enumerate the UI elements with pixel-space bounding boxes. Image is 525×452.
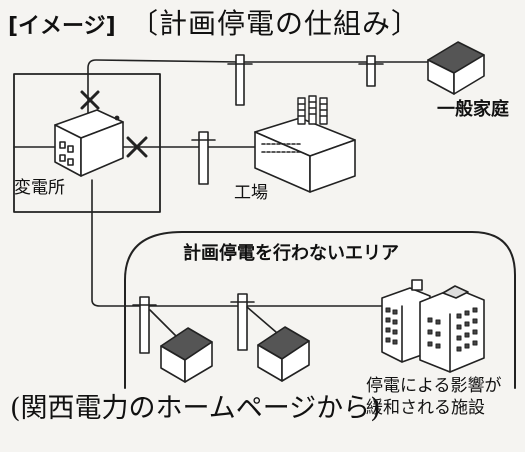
substation-building-icon [54,109,124,177]
facility-buildings-icon [381,279,485,373]
excluded-area-outline [124,231,516,389]
substation-area-box [13,73,161,213]
label-facility: 停電による影響が 緩和される施設 [366,375,502,419]
label-facility-line2: 緩和される施設 [366,398,485,419]
cut-mark-right [126,136,148,158]
label-household: 一般家庭 [437,99,509,120]
power-line-household [87,59,456,146]
label-substation: 変電所 [14,178,65,198]
household-house-icon [427,41,485,95]
pole-top-1 [227,54,253,106]
pole-factory [191,131,216,185]
label-facility-line1: 停電による影響が [366,376,502,396]
header-tag: [イメージ] [8,14,116,39]
factory-icon [254,95,356,193]
drop-wire-2 [246,306,277,333]
label-factory: 工場 [234,183,268,203]
pole-area-2 [230,293,255,351]
drop-wire-1 [149,309,177,337]
label-excluded-area: 計画停電を行わないエリア [183,243,399,264]
pole-top-2 [358,55,384,87]
pole-area-1 [132,296,157,354]
area-house-2-icon [257,326,310,382]
source-caption: (関西電力のホームページから) [10,393,381,424]
cut-mark-top [80,90,100,110]
diagram-title: 〔計画停電の仕組み〕 [130,7,421,40]
power-line-excluded-area [91,179,391,307]
area-house-1-icon [160,327,213,383]
